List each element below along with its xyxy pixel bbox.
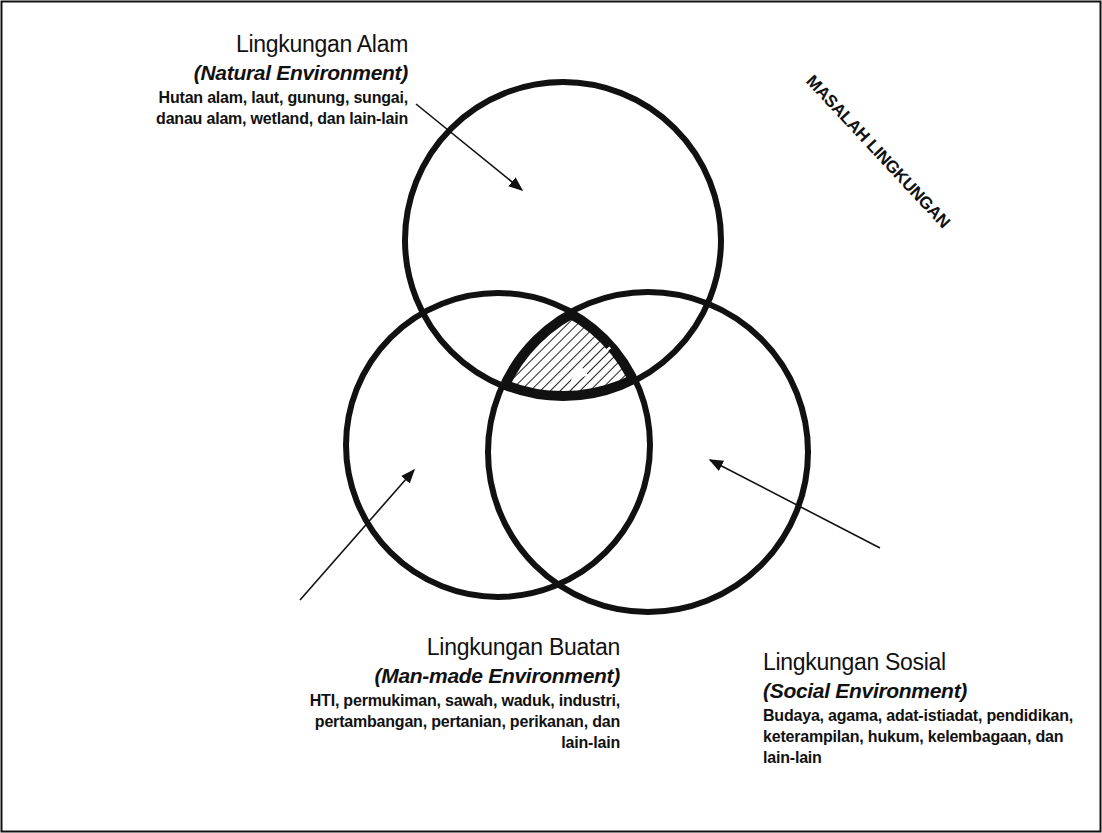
environment-examples: Budaya, agama, adat-istiadat, pendidikan… [763,705,1083,768]
circle-outline [405,82,721,398]
environment-subtitle: (Natural Environment) [130,59,408,87]
environment-subtitle: (Man-made Environment) [300,662,620,690]
circle-label-group: Lingkungan Sosial(Social Environment)Bud… [763,648,1083,768]
circle-outline [405,82,721,398]
environment-examples: HTI, permukiman, sawah, waduk, industri,… [300,690,620,753]
rotated-label: MASALAH LINGKUNGAN [802,72,954,233]
environment-subtitle: (Social Environment) [763,677,1083,705]
circle-label-group: Lingkungan Alam(Natural Environment)Huta… [130,30,408,129]
intersection-hatch [300,82,808,612]
environment-examples: Hutan alam, laut, gunung, sungai, danau … [130,87,408,129]
environment-title: Lingkungan Buatan [300,633,620,662]
environment-circle: Lingkungan Sosial(Social Environment)Bud… [488,292,808,612]
circle-outline [488,292,808,612]
leader-arrow [710,460,880,548]
leader-arrow [300,470,414,600]
environment-title: Lingkungan Sosial [763,648,1083,677]
circle-label-group: Lingkungan Buatan(Man-made Environment)H… [300,633,620,753]
environment-title: Lingkungan Alam [130,30,408,59]
circle-outline [488,292,808,612]
circle-outline [346,293,650,597]
environment-circle: Lingkungan Alam(Natural Environment)Huta… [405,82,721,398]
environment-circle: Lingkungan Buatan(Man-made Environment)H… [346,293,650,597]
circle-outline [346,293,650,597]
